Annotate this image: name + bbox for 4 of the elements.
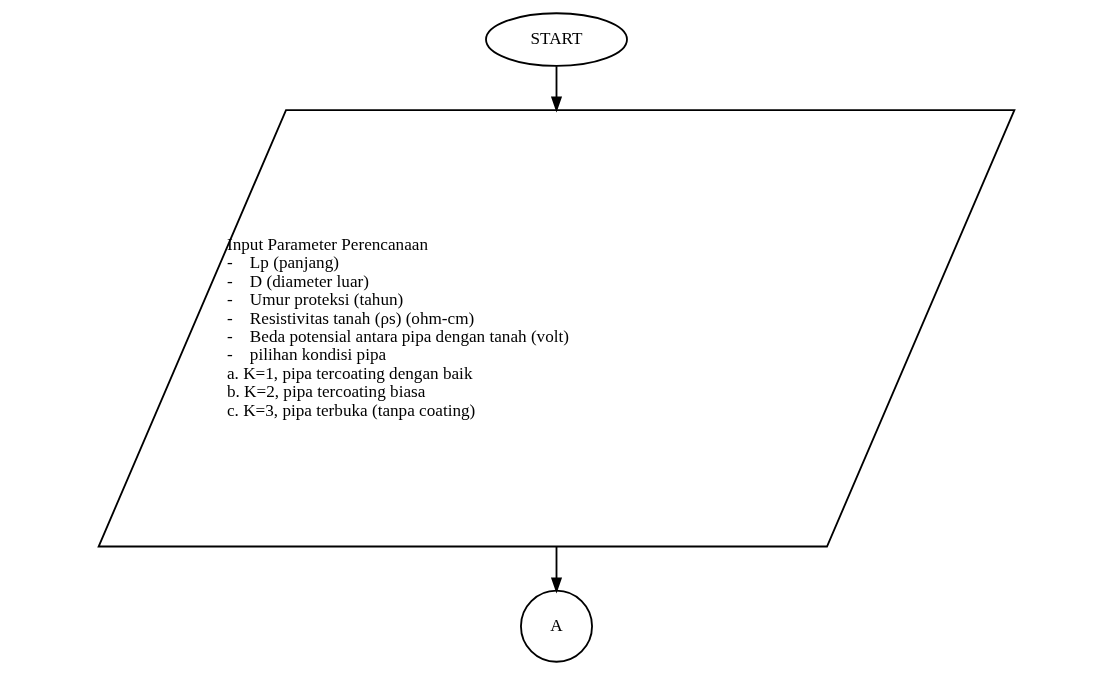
node-circle: A xyxy=(519,589,593,663)
arrow xyxy=(550,545,562,594)
node-ellipse: START xyxy=(484,12,628,67)
arrow xyxy=(550,65,562,113)
